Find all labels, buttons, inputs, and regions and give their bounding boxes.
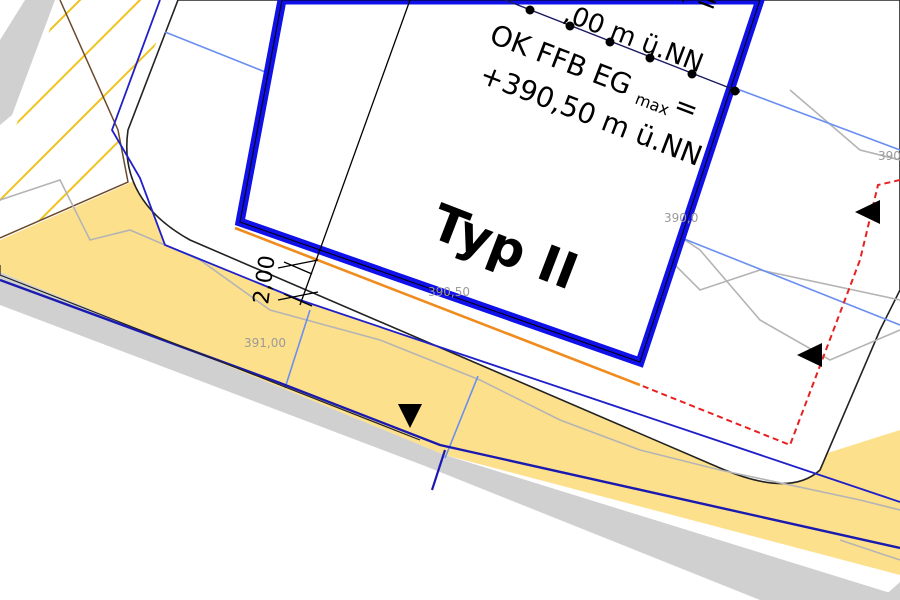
triangle-marker-icon	[797, 343, 822, 367]
building-limit-red	[639, 179, 900, 447]
contour-label: 390,50	[428, 285, 470, 299]
height-dot-line	[504, 0, 741, 96]
property-line-blue-upper	[111, 0, 900, 503]
contour-label: 390,0	[664, 211, 698, 225]
contour-label: 391,00	[244, 336, 286, 350]
triangle-marker-icon	[855, 200, 880, 224]
dimension-line	[277, 0, 411, 307]
hatched-area-border	[0, 0, 129, 239]
road-band-upper-left	[0, 0, 55, 125]
triangle-marker-icon	[398, 404, 422, 428]
orange-line	[234, 226, 641, 387]
property-line-blue	[0, 278, 900, 550]
building-outline-inner	[239, 0, 761, 363]
road-band-right-edge	[880, 582, 900, 600]
contour-label: 390,5	[878, 149, 900, 163]
boundary-line-dark	[0, 265, 421, 441]
plot-area-yellow-right	[790, 430, 900, 505]
property-tick	[430, 449, 447, 491]
dimension-tick-icon	[283, 261, 313, 275]
